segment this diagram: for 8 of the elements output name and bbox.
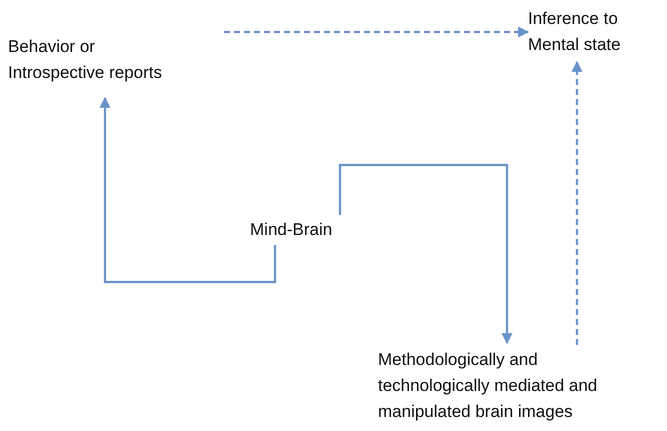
arrow	[100, 96, 276, 284]
node-label: Behavior or Introspective reports	[8, 36, 164, 84]
node-label: Inference to Mental state	[528, 8, 622, 56]
node-label: Methodologically and technologically mediated and manipulated brain images	[378, 349, 598, 423]
arrow	[572, 60, 582, 345]
arrow	[338, 164, 512, 344]
node-label: Mind-Brain	[250, 219, 332, 241]
arrow	[224, 26, 530, 38]
